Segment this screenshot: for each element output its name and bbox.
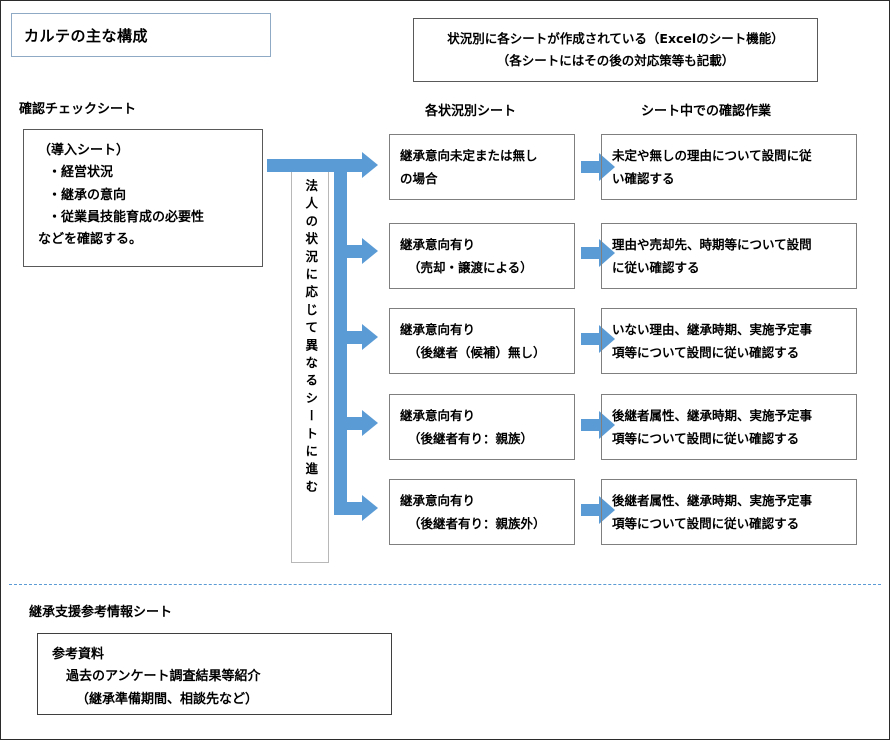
situation-sheet-2-line-1: （売却・譲渡による） — [408, 260, 533, 276]
reference-material-box: 参考資料 過去のアンケート調査結果等紹介 （継承準備期間、相談先など） — [37, 633, 392, 715]
situation-sheet-1-line-0: 継承意向未定または無し — [400, 148, 538, 163]
situation-sheet-5-line-0: 継承意向有り — [400, 493, 476, 508]
branch-shaft-4 — [334, 417, 362, 430]
reference-line-1: 過去のアンケート調査結果等紹介 — [66, 669, 261, 685]
right-arrow-icon-3 — [581, 325, 615, 353]
branch-arrow-icon-4 — [362, 410, 378, 436]
situation-sheet-1-line-1: の場合 — [400, 171, 438, 187]
sheet-work-3-line-1: 項等について設問に従い確認する — [612, 345, 800, 361]
situation-sheet-box-4: 継承意向有り （後継者有り：親族） — [389, 394, 575, 460]
branch-arrow-icon-1 — [362, 152, 378, 178]
situation-sheet-4-line-1: （後継者有り：親族） — [408, 431, 534, 447]
situation-sheet-3-line-0: 継承意向有り — [400, 322, 476, 337]
intro-line-0: （導入シート） — [38, 143, 130, 158]
sheet-work-5-line-0: 後継者属性、継承時期、実施予定事 — [612, 493, 813, 508]
connector-trunk-horizontal — [267, 159, 347, 172]
column-header-sheet-work: シート中での確認作業 — [641, 104, 772, 119]
branch-arrow-icon-5 — [362, 495, 378, 521]
sheet-work-box-1: 未定や無しの理由について設問に従 い確認する — [601, 134, 857, 200]
right-arrow-icon-5 — [581, 496, 615, 524]
excel-sheet-note-box: 状況別に各シートが作成されている（Excelのシート機能） （各シートにはその後… — [413, 18, 818, 82]
sheet-work-2-line-0: 理由や売却先、時期等について設問 — [612, 237, 812, 252]
intro-sheet-box: （導入シート） ・経営状況 ・継承の意向 ・従業員技能育成の必要性 などを確認す… — [23, 129, 263, 267]
intro-line-2: ・継承の意向 — [48, 187, 127, 203]
intro-line-4: などを確認する。 — [38, 232, 143, 248]
branch-shaft-5 — [334, 502, 362, 515]
sheet-work-box-4: 後継者属性、継承時期、実施予定事 項等について設問に従い確認する — [601, 394, 857, 460]
branch-arrow-icon-3 — [362, 324, 378, 350]
note-line-2: （各シートにはその後の対応策等も記載） — [496, 53, 735, 68]
column-header-situation-sheets: 各状況別シート — [425, 104, 517, 119]
right-arrow-icon-4 — [581, 411, 615, 439]
vertical-caption-box: 法人の状況に応じて異なるシートに進む — [291, 171, 329, 563]
situation-sheet-5-line-1: （後継者有り：親族外） — [408, 516, 546, 532]
branch-arrow-icon-2 — [362, 238, 378, 264]
branch-shaft-3 — [334, 331, 362, 344]
situation-sheet-box-5: 継承意向有り （後継者有り：親族外） — [389, 479, 575, 545]
page-title: カルテの主な構成 — [24, 26, 149, 45]
sheet-work-5-line-1: 項等について設問に従い確認する — [612, 516, 800, 532]
section-divider — [9, 584, 881, 585]
sheet-work-box-2: 理由や売却先、時期等について設問 に従い確認する — [601, 223, 857, 289]
diagram-title-box: カルテの主な構成 — [11, 13, 271, 57]
right-arrow-icon-1 — [581, 153, 615, 181]
column-header-check-sheet: 確認チェックシート — [19, 102, 137, 117]
sheet-work-box-3: いない理由、継承時期、実施予定事 項等について設問に従い確認する — [601, 308, 857, 374]
sheet-work-1-line-0: 未定や無しの理由について設問に従 — [612, 148, 812, 163]
note-line-1: 状況別に各シートが作成されている（Excelのシート機能） — [447, 31, 784, 47]
situation-sheet-3-line-1: （後継者（候補）無し） — [408, 345, 546, 361]
intro-line-3: ・従業員技能育成の必要性 — [48, 210, 205, 226]
situation-sheet-2-line-0: 継承意向有り — [400, 237, 476, 252]
vertical-caption-text: 法人の状況に応じて異なるシートに進む — [303, 179, 319, 498]
sheet-work-4-line-1: 項等について設問に従い確認する — [612, 431, 800, 447]
situation-sheet-box-3: 継承意向有り （後継者（候補）無し） — [389, 308, 575, 374]
reference-line-0: 参考資料 — [52, 647, 105, 662]
situation-sheet-4-line-0: 継承意向有り — [400, 408, 476, 423]
sheet-work-3-line-0: いない理由、継承時期、実施予定事 — [612, 322, 813, 337]
branch-shaft-2 — [334, 245, 362, 258]
situation-sheet-box-2: 継承意向有り （売却・譲渡による） — [389, 223, 575, 289]
reference-line-2: （継承準備期間、相談先など） — [76, 691, 259, 707]
branch-shaft-1 — [334, 159, 362, 172]
sheet-work-box-5: 後継者属性、継承時期、実施予定事 項等について設問に従い確認する — [601, 479, 857, 545]
intro-line-1: ・経営状況 — [48, 165, 114, 181]
sheet-work-2-line-1: に従い確認する — [612, 260, 700, 276]
sheet-work-1-line-1: い確認する — [612, 171, 675, 187]
sheet-work-4-line-0: 後継者属性、継承時期、実施予定事 — [612, 408, 813, 423]
situation-sheet-box-1: 継承意向未定または無し の場合 — [389, 134, 575, 200]
right-arrow-icon-2 — [581, 239, 615, 267]
section-header-reference-sheet: 継承支援参考情報シート — [29, 605, 173, 620]
